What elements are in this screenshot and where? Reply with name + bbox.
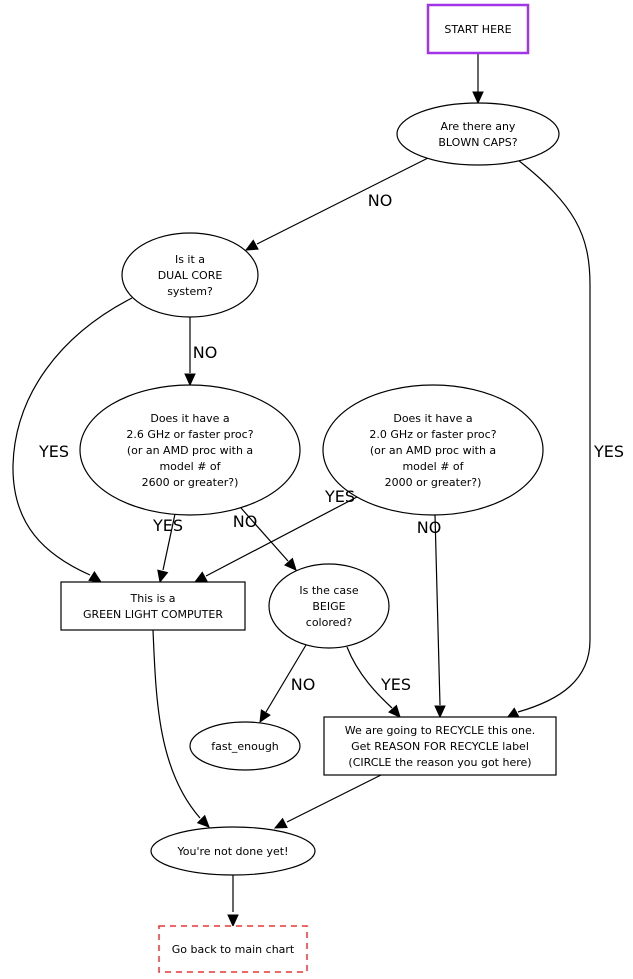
arrowhead-icon [273, 817, 288, 829]
edge-label-yes: YES [152, 516, 183, 535]
decision-ellipse [396, 102, 560, 166]
node-text-line: fast_enough [211, 740, 279, 753]
edge-dual_core-to-green_light [12, 297, 133, 583]
edge-line [205, 496, 358, 577]
node-ghz20: Does it have a 2.0 GHz or faster proc? (or… [322, 384, 544, 516]
node-text-line: system? [167, 285, 213, 298]
decision-ellipse [189, 721, 301, 771]
node-text-line: Is the case [299, 584, 359, 597]
arrowhead-icon [472, 91, 484, 105]
node-go-back: Go back to main chart [158, 925, 308, 973]
node-text-line: Is it a [175, 253, 205, 266]
node-text-line: DUAL CORE [158, 269, 223, 282]
edge-line [286, 774, 382, 823]
arrowhead-icon [88, 570, 103, 583]
node-text-line: You're not done yet! [177, 845, 289, 858]
edge-line [162, 513, 176, 571]
edge-label-no: NO [368, 191, 393, 210]
node-not-done: You're not done yet! [150, 826, 316, 876]
edge-line [517, 159, 591, 713]
decision-ellipse [322, 384, 544, 516]
decision-ellipse [268, 563, 390, 649]
edge-label-no: NO [193, 343, 218, 362]
node-text-line: Get REASON FOR RECYCLE label [351, 740, 529, 753]
node-fast-enough: fast_enough [189, 721, 301, 771]
edge-label-yes: YES [380, 675, 411, 694]
arrowhead-icon [196, 814, 210, 828]
edge-label-yes: YES [324, 487, 355, 506]
edges-layer [12, 53, 591, 928]
arrowhead-icon [193, 571, 208, 583]
arrowhead-icon [434, 705, 446, 719]
edge-line [256, 157, 429, 245]
edge-line [265, 644, 307, 713]
arrowhead-icon [259, 709, 271, 724]
edge-line [434, 514, 441, 706]
edge-recycle-to-not_done [273, 774, 382, 829]
edge-line [346, 646, 393, 709]
arrowhead-icon [184, 373, 196, 387]
node-text-line: 2000 or greater?) [385, 476, 482, 489]
edge-label-yes: YES [593, 442, 624, 461]
node-text-line: We are going to RECYCLE this one. [345, 724, 536, 737]
node-text-line: BLOWN CAPS? [438, 136, 517, 149]
node-text-line: Are there any [441, 120, 516, 133]
decision-ellipse [121, 232, 259, 318]
node-dual-core: Is it a DUAL CORE system? [121, 232, 259, 318]
node-text-line: Does it have a [393, 412, 472, 425]
arrowhead-icon [388, 704, 401, 718]
decision-ellipse [79, 384, 301, 516]
edge-label-no: NO [417, 518, 442, 537]
arrowhead-icon [227, 914, 239, 928]
edge-line [12, 297, 133, 576]
edge-ghz26-to-green_light [157, 513, 176, 584]
node-text-line: 2.6 GHz or faster proc? [126, 428, 253, 441]
edge-labels-layer: NO YES NO YES YES NO YES NO NO YES [38, 191, 624, 694]
edge-ghz20-to-recycle [434, 514, 446, 719]
edge-ghz26-to-beige [240, 507, 297, 571]
node-text-line: colored? [306, 616, 353, 629]
node-text-line: Does it have a [150, 412, 229, 425]
node-text-line: (or an AMD proc with a [370, 444, 496, 457]
edge-label-no: NO [291, 675, 316, 694]
node-text-line: 2600 or greater?) [142, 476, 239, 489]
node-text-line: 2.0 GHz or faster proc? [369, 428, 496, 441]
node-text-line: This is a [130, 592, 176, 605]
node-green-light: This is a GREEN LIGHT COMPUTER [60, 581, 246, 631]
edge-not_done-to-go_back [227, 875, 239, 928]
node-text-line: model # of [402, 460, 464, 473]
node-box [158, 925, 308, 973]
arrowhead-icon [157, 569, 169, 584]
node-text-line: BEIGE [312, 600, 345, 613]
node-start: START HERE [426, 3, 530, 55]
node-text-line: START HERE [444, 23, 511, 36]
edge-line [240, 507, 289, 562]
edge-label-yes: YES [38, 442, 69, 461]
arrowhead-icon [244, 239, 259, 251]
edge-start-to-blown_caps [472, 53, 484, 105]
node-recycle: We are going to RECYCLE this one. Get REA… [323, 716, 557, 776]
edge-line [152, 629, 201, 819]
arrowhead-icon [284, 557, 297, 571]
edge-dual_core-to-ghz26 [184, 317, 196, 387]
node-text-line: Go back to main chart [172, 943, 295, 956]
node-ghz26: Does it have a 2.6 GHz or faster proc? (or… [79, 384, 301, 516]
edge-beige-to-recycle [346, 646, 401, 718]
edge-beige-to-fast_enough [259, 644, 307, 724]
node-text-line: model # of [159, 460, 221, 473]
node-box [60, 581, 246, 631]
edge-label-no: NO [233, 512, 258, 531]
edge-blown_caps-to-dual_core [244, 157, 429, 251]
decision-ellipse [150, 826, 316, 876]
node-text-line: (or an AMD proc with a [127, 444, 253, 457]
node-text-line: GREEN LIGHT COMPUTER [83, 608, 223, 621]
node-text-line: (CIRCLE the reason you got here) [348, 756, 531, 769]
node-box [323, 716, 557, 776]
node-box [426, 3, 530, 55]
edge-green_light-to-not_done [152, 629, 210, 828]
